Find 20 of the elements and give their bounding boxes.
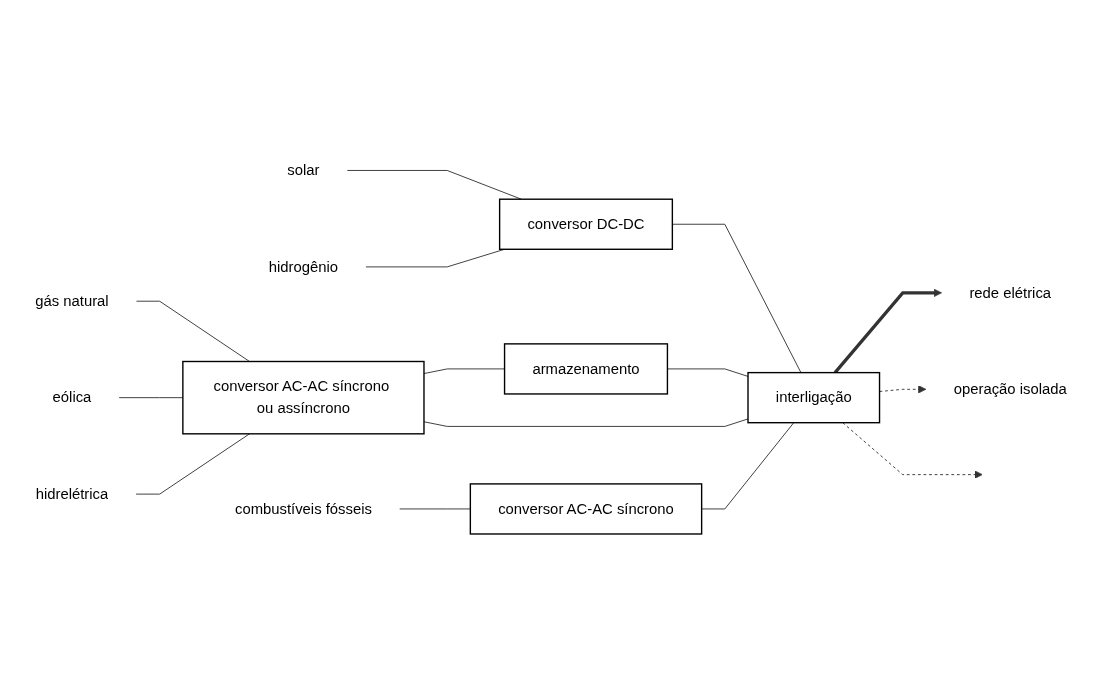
node-box: armazenamento xyxy=(503,343,669,395)
node-box: conversor DC-DC xyxy=(498,198,674,251)
node-text: hidrogênio xyxy=(268,258,339,275)
node-box: interligação xyxy=(747,372,881,424)
connector xyxy=(346,170,522,200)
connector xyxy=(701,422,795,510)
node-text: hidrelétrica xyxy=(35,486,109,502)
node-text: rede elétrica xyxy=(969,284,1052,301)
node-text: eólica xyxy=(52,389,92,406)
node-text: gás natural xyxy=(35,293,109,309)
connector xyxy=(423,418,749,428)
connector xyxy=(135,433,250,495)
node-text: operação isolada xyxy=(953,381,1067,398)
node-text: solar xyxy=(287,162,320,179)
arrow xyxy=(833,289,942,374)
connector xyxy=(399,508,471,510)
node-box: conversor AC-AC síncrono xyxy=(469,483,703,535)
node-text: combustíveis fósseis xyxy=(234,500,372,517)
node-box: conversor AC-AC síncrono ou assíncrono xyxy=(182,361,425,435)
connector xyxy=(136,301,250,363)
